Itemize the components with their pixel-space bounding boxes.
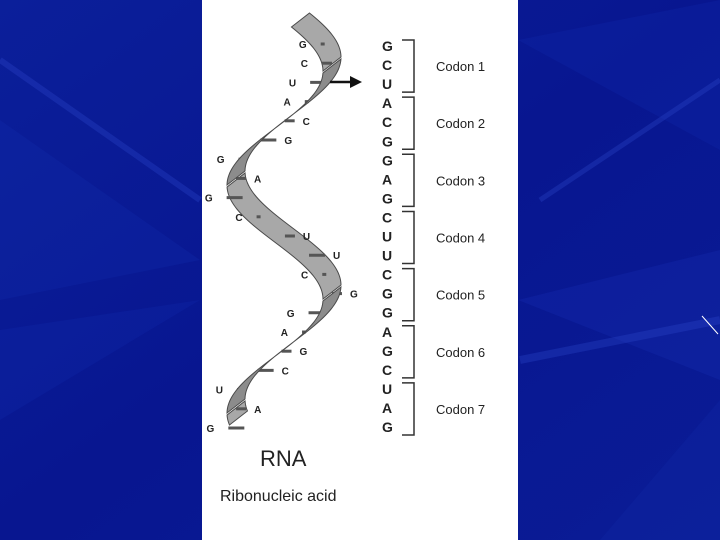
codon-label: Codon 1 (436, 59, 485, 74)
sequence-base: U (382, 248, 392, 264)
helix-base-label: A (254, 405, 261, 416)
sequence-base: A (382, 400, 392, 416)
sequence-base: U (382, 381, 392, 397)
codon-label: Codon 2 (436, 116, 485, 131)
helix-base-label: C (301, 59, 308, 70)
codon-label: Codon 7 (436, 402, 485, 417)
strand-back-segment (226, 172, 342, 300)
helix-base-label: G (217, 155, 225, 166)
sequence-base: G (382, 419, 393, 435)
helix-base-label: A (281, 328, 288, 339)
sequence-base: C (382, 209, 392, 225)
helix-base-label: C (303, 117, 310, 128)
helix-base-label: A (284, 98, 291, 109)
codon-bracket (402, 153, 415, 208)
sequence-base: G (382, 305, 393, 321)
helix-base-label: A (254, 174, 261, 185)
sequence-base: G (382, 286, 393, 302)
sequence-base: G (382, 38, 393, 54)
sequence-base: C (382, 267, 392, 283)
codon-bracket (402, 267, 415, 322)
sequence-base: A (382, 171, 392, 187)
codon-bracket (402, 382, 415, 436)
helix-base-label: U (333, 251, 340, 262)
codon-bracket (402, 210, 415, 265)
helix-base-label: C (301, 270, 308, 281)
sequence-base: U (382, 76, 392, 92)
sequence-base: C (382, 114, 392, 130)
diagram-subtitle: Ribonucleic acid (220, 488, 337, 505)
codon-labels: Codon 1 Codon 2 Codon 3 Codon 4 Codon 5 Codon… (436, 59, 485, 417)
helix-base-label: G (287, 309, 295, 320)
slide-accent-line (701, 315, 719, 335)
codon-label: Codon 6 (436, 345, 485, 360)
helix-base-label: C (235, 213, 242, 224)
sequence-base: A (382, 324, 392, 340)
codon-bracket (402, 96, 415, 150)
sequence-base: G (382, 343, 393, 359)
helix-base-label: G (284, 136, 292, 147)
strand-front-segment (226, 285, 342, 415)
diagram-title: RNA (260, 446, 307, 471)
codon-bracket (402, 325, 415, 379)
codon-bracket (402, 39, 415, 93)
sequence-base: G (382, 152, 393, 168)
strand-back-segment (226, 400, 249, 426)
helix-base-label: G (299, 347, 307, 358)
strand-front-segment (226, 57, 342, 187)
sequence-base: A (382, 95, 392, 111)
codon-brackets (402, 39, 415, 436)
strand-back-segment (290, 12, 342, 72)
codon-label: Codon 3 (436, 173, 485, 188)
helix-base-label: U (216, 386, 223, 397)
sequence-base: C (382, 362, 392, 378)
right-arrow-icon (330, 76, 362, 88)
helix-base-label: U (289, 78, 296, 89)
helix-base-label: G (350, 290, 358, 301)
helix-base-label: G (207, 424, 215, 435)
helix-base-label: G (299, 40, 307, 51)
sequence-base: U (382, 229, 392, 245)
helix-base-label: U (303, 232, 310, 243)
sequence-base: C (382, 57, 392, 73)
codon-label: Codon 5 (436, 288, 485, 303)
helix-base-label: G (205, 194, 213, 205)
codon-label: Codon 4 (436, 231, 485, 246)
helix-back-strand (226, 12, 342, 426)
helix-front-strand (226, 57, 342, 415)
helix-base-label: C (282, 366, 289, 377)
sequence-base: G (382, 190, 393, 206)
sequence-base: G (382, 133, 393, 149)
